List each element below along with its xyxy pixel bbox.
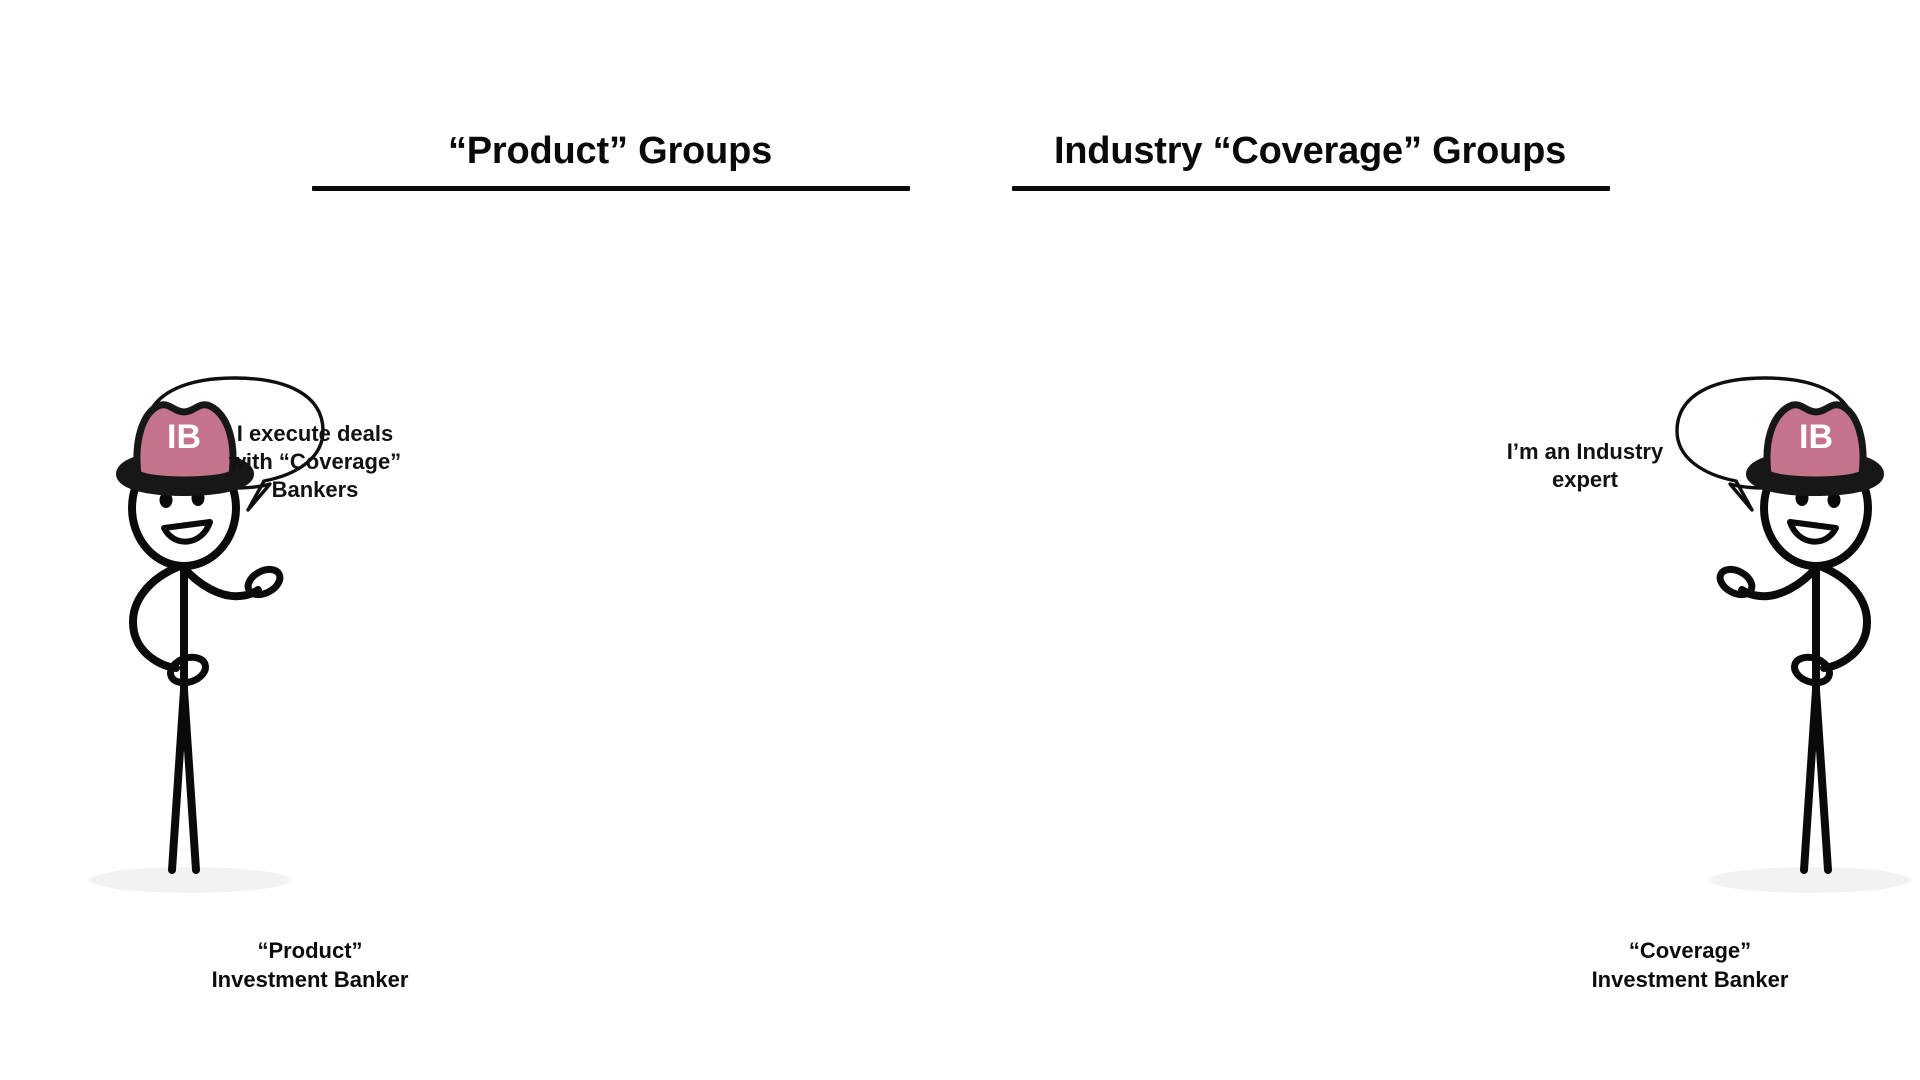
fedora-hat-icon — [1746, 401, 1884, 496]
caption-line: “Coverage” — [1628, 938, 1752, 963]
hat-label-product: IB — [167, 418, 201, 456]
column-heading-product: “Product” Groups — [447, 130, 773, 172]
hat-label-coverage: IB — [1799, 418, 1833, 456]
ground-shadow-icon — [1710, 867, 1910, 893]
caption-line: Investment Banker — [211, 967, 409, 993]
column-heading-coverage: Industry “Coverage” Groups — [1053, 130, 1567, 172]
figure-caption-coverage: “Coverage” Investment Banker — [1460, 936, 1920, 994]
stick-figure-icon: IB — [90, 376, 325, 893]
stick-figure-icon: IB — [1675, 376, 1910, 893]
figure-group-product: IB I execute deals with “Coverage” Banke… — [80, 370, 540, 1010]
caption-line: “Product” — [257, 938, 363, 963]
figure-group-coverage: IB I’m an Industry expert “Coverage” Inv… — [1460, 370, 1920, 1010]
ground-shadow-icon — [90, 867, 290, 893]
figure-caption-product: “Product” Investment Banker — [80, 936, 540, 994]
column-heading-rule-coverage — [1012, 186, 1610, 191]
fedora-hat-icon — [116, 401, 254, 496]
column-heading-rule-product — [312, 186, 910, 191]
caption-line: Investment Banker — [1591, 967, 1789, 993]
